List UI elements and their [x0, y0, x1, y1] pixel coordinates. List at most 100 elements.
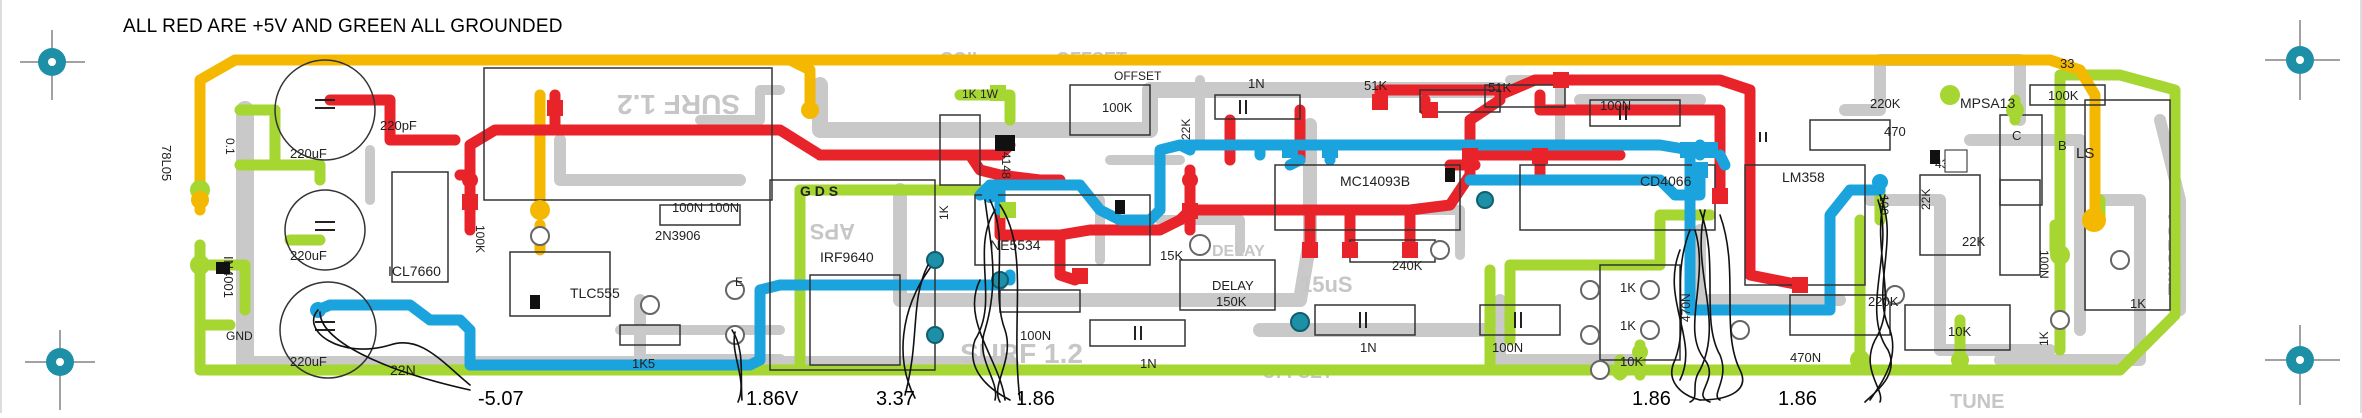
mounting-hole: [2265, 325, 2340, 405]
res-51k-outline: [1419, 89, 1501, 113]
label-1n-bottom: 1N: [1140, 356, 1157, 371]
mpsa13-outline: [2084, 99, 2171, 311]
label-78l05: 78L05: [159, 145, 174, 181]
coil-block-outline: [483, 67, 773, 201]
label-100n-mid: 100N: [1492, 340, 1523, 355]
label-240k: 240K: [1392, 258, 1423, 273]
label-22n: 22N: [390, 362, 416, 378]
mounting-hole: [2265, 20, 2340, 100]
silk-15us: 15uS: [1300, 272, 1353, 297]
label-1n-top: 1N: [1248, 76, 1265, 91]
label-offset: OFFSET: [1114, 69, 1162, 83]
label-1n-mid: 1N: [1360, 340, 1377, 355]
label-e: E: [735, 275, 743, 289]
label-lm358: LM358: [1782, 169, 1825, 185]
icl7660-outline: [391, 171, 449, 283]
mounting-hole: [20, 30, 85, 100]
label-gds: G D S: [800, 183, 838, 199]
black-blocks: [216, 135, 1968, 309]
res-390-outline: [939, 114, 981, 186]
label-10k-a: 10K: [1620, 354, 1643, 369]
component-outlines: [274, 59, 2171, 379]
label-c: C: [2012, 128, 2021, 143]
label-tlc555: TLC555: [570, 285, 620, 301]
label-150k: 150K: [1216, 294, 1247, 309]
measurement-1-86-b: 1.86: [1632, 388, 1671, 410]
label-15k: 15K: [1160, 248, 1183, 263]
label-1k-a: 1K: [1620, 280, 1636, 295]
label-22k-a: 22K: [1919, 189, 1933, 210]
measurement-1-86-c: 1.86: [1778, 388, 1817, 410]
label-220uf-2: 220uF: [290, 248, 327, 263]
label-delay: DELAY: [1212, 278, 1254, 293]
res-51k2-outline: [1484, 84, 1566, 108]
label-33: 33: [2060, 56, 2074, 71]
measurement-1-86v: 1.86V: [746, 388, 799, 410]
silk-tune: TUNE: [1950, 391, 2004, 413]
label-1k-1w: 1K 1W: [962, 87, 999, 101]
label-51k-b: 51K: [1488, 80, 1511, 95]
irf9640-outline: [769, 179, 936, 371]
label-100k-vert: 100K: [473, 225, 487, 253]
cap-100n-v-outline: [1999, 179, 2041, 276]
label-ls: LS: [2076, 145, 2094, 162]
label-irf9640: IRF9640: [820, 249, 874, 265]
label-100n-ic: 100N: [672, 200, 703, 215]
label-470n-a: 470N: [1790, 350, 1821, 365]
cap-1n-top-outline: [1214, 94, 1301, 120]
ne5534-outline: [974, 194, 1151, 266]
measurement-neg-5-07: -5.07: [478, 388, 524, 410]
trim-100k-outline: [1069, 84, 1151, 136]
label-22k: 22K: [1179, 119, 1193, 140]
label-cd4066: CD4066: [1640, 173, 1692, 189]
cap-100n-top-outline: [1589, 99, 1681, 127]
cap-1n2-outline: [1089, 319, 1186, 347]
label-10k-trim: 10K: [1948, 324, 1971, 339]
label-22k-b: 22K: [1962, 234, 1985, 249]
label-100n-low: 100N: [1020, 328, 1051, 343]
label-220uf-3: 220uF: [290, 354, 327, 369]
label-220uf-1: 220uF: [290, 146, 327, 161]
trim-150k-outline: [1179, 259, 1276, 311]
trim-10k-outline: [1904, 304, 2011, 351]
component-labels: 220pF 220uF 220uF 220uF 22N ICL7660 TLC5…: [159, 56, 2146, 378]
label-51k-a: 51K: [1364, 78, 1387, 93]
res-100k-outline: [2029, 84, 2106, 106]
label-470n-b: 470N: [1679, 293, 1693, 322]
label-01: 0.1: [223, 138, 237, 155]
cap-outline: [274, 59, 376, 161]
label-1k-v: 1K: [2037, 331, 2051, 346]
symbols: [315, 99, 1767, 340]
label-100n-v: 100N: [2037, 250, 2051, 279]
label-b: B: [2058, 138, 2067, 153]
cap-outline: [279, 281, 377, 379]
cap-1n-outline: [1314, 304, 1416, 336]
cap-100n-small-outline: [659, 204, 741, 226]
mc14093b-outline: [1274, 164, 1461, 231]
res-22k-outline: [1919, 174, 1981, 256]
label-mpsa13: MPSA13: [1960, 95, 2015, 111]
label-220pf: 220pF: [380, 118, 417, 133]
cap-100n-outline: [1479, 304, 1561, 336]
label-1k-ic: 1K: [937, 205, 951, 220]
page-title: ALL RED ARE +5V AND GREEN ALL GROUNDED: [123, 16, 563, 37]
label-2n3906: 2N3906: [655, 228, 701, 243]
label-100n: 100N: [708, 200, 739, 215]
label-470: 470: [1884, 124, 1906, 139]
pads: [190, 72, 2130, 380]
probe-wires: [312, 194, 1894, 403]
measurement-1-86-a: 1.86: [1016, 388, 1055, 410]
cap-470n-outline: [1789, 294, 1891, 336]
label-100n-top: 100N: [1600, 98, 1631, 113]
measurement-3-37: 3.37: [876, 388, 915, 410]
silk-aps: APS: [810, 219, 855, 244]
silk-delay: DELAY: [1212, 243, 1265, 260]
res-1k5-outline: [619, 324, 681, 346]
label-1k5: 1K5: [632, 356, 655, 371]
label-gnd: GND: [226, 329, 253, 343]
label-100k-trim: 100K: [1102, 100, 1133, 115]
cap-outline: [284, 189, 366, 271]
